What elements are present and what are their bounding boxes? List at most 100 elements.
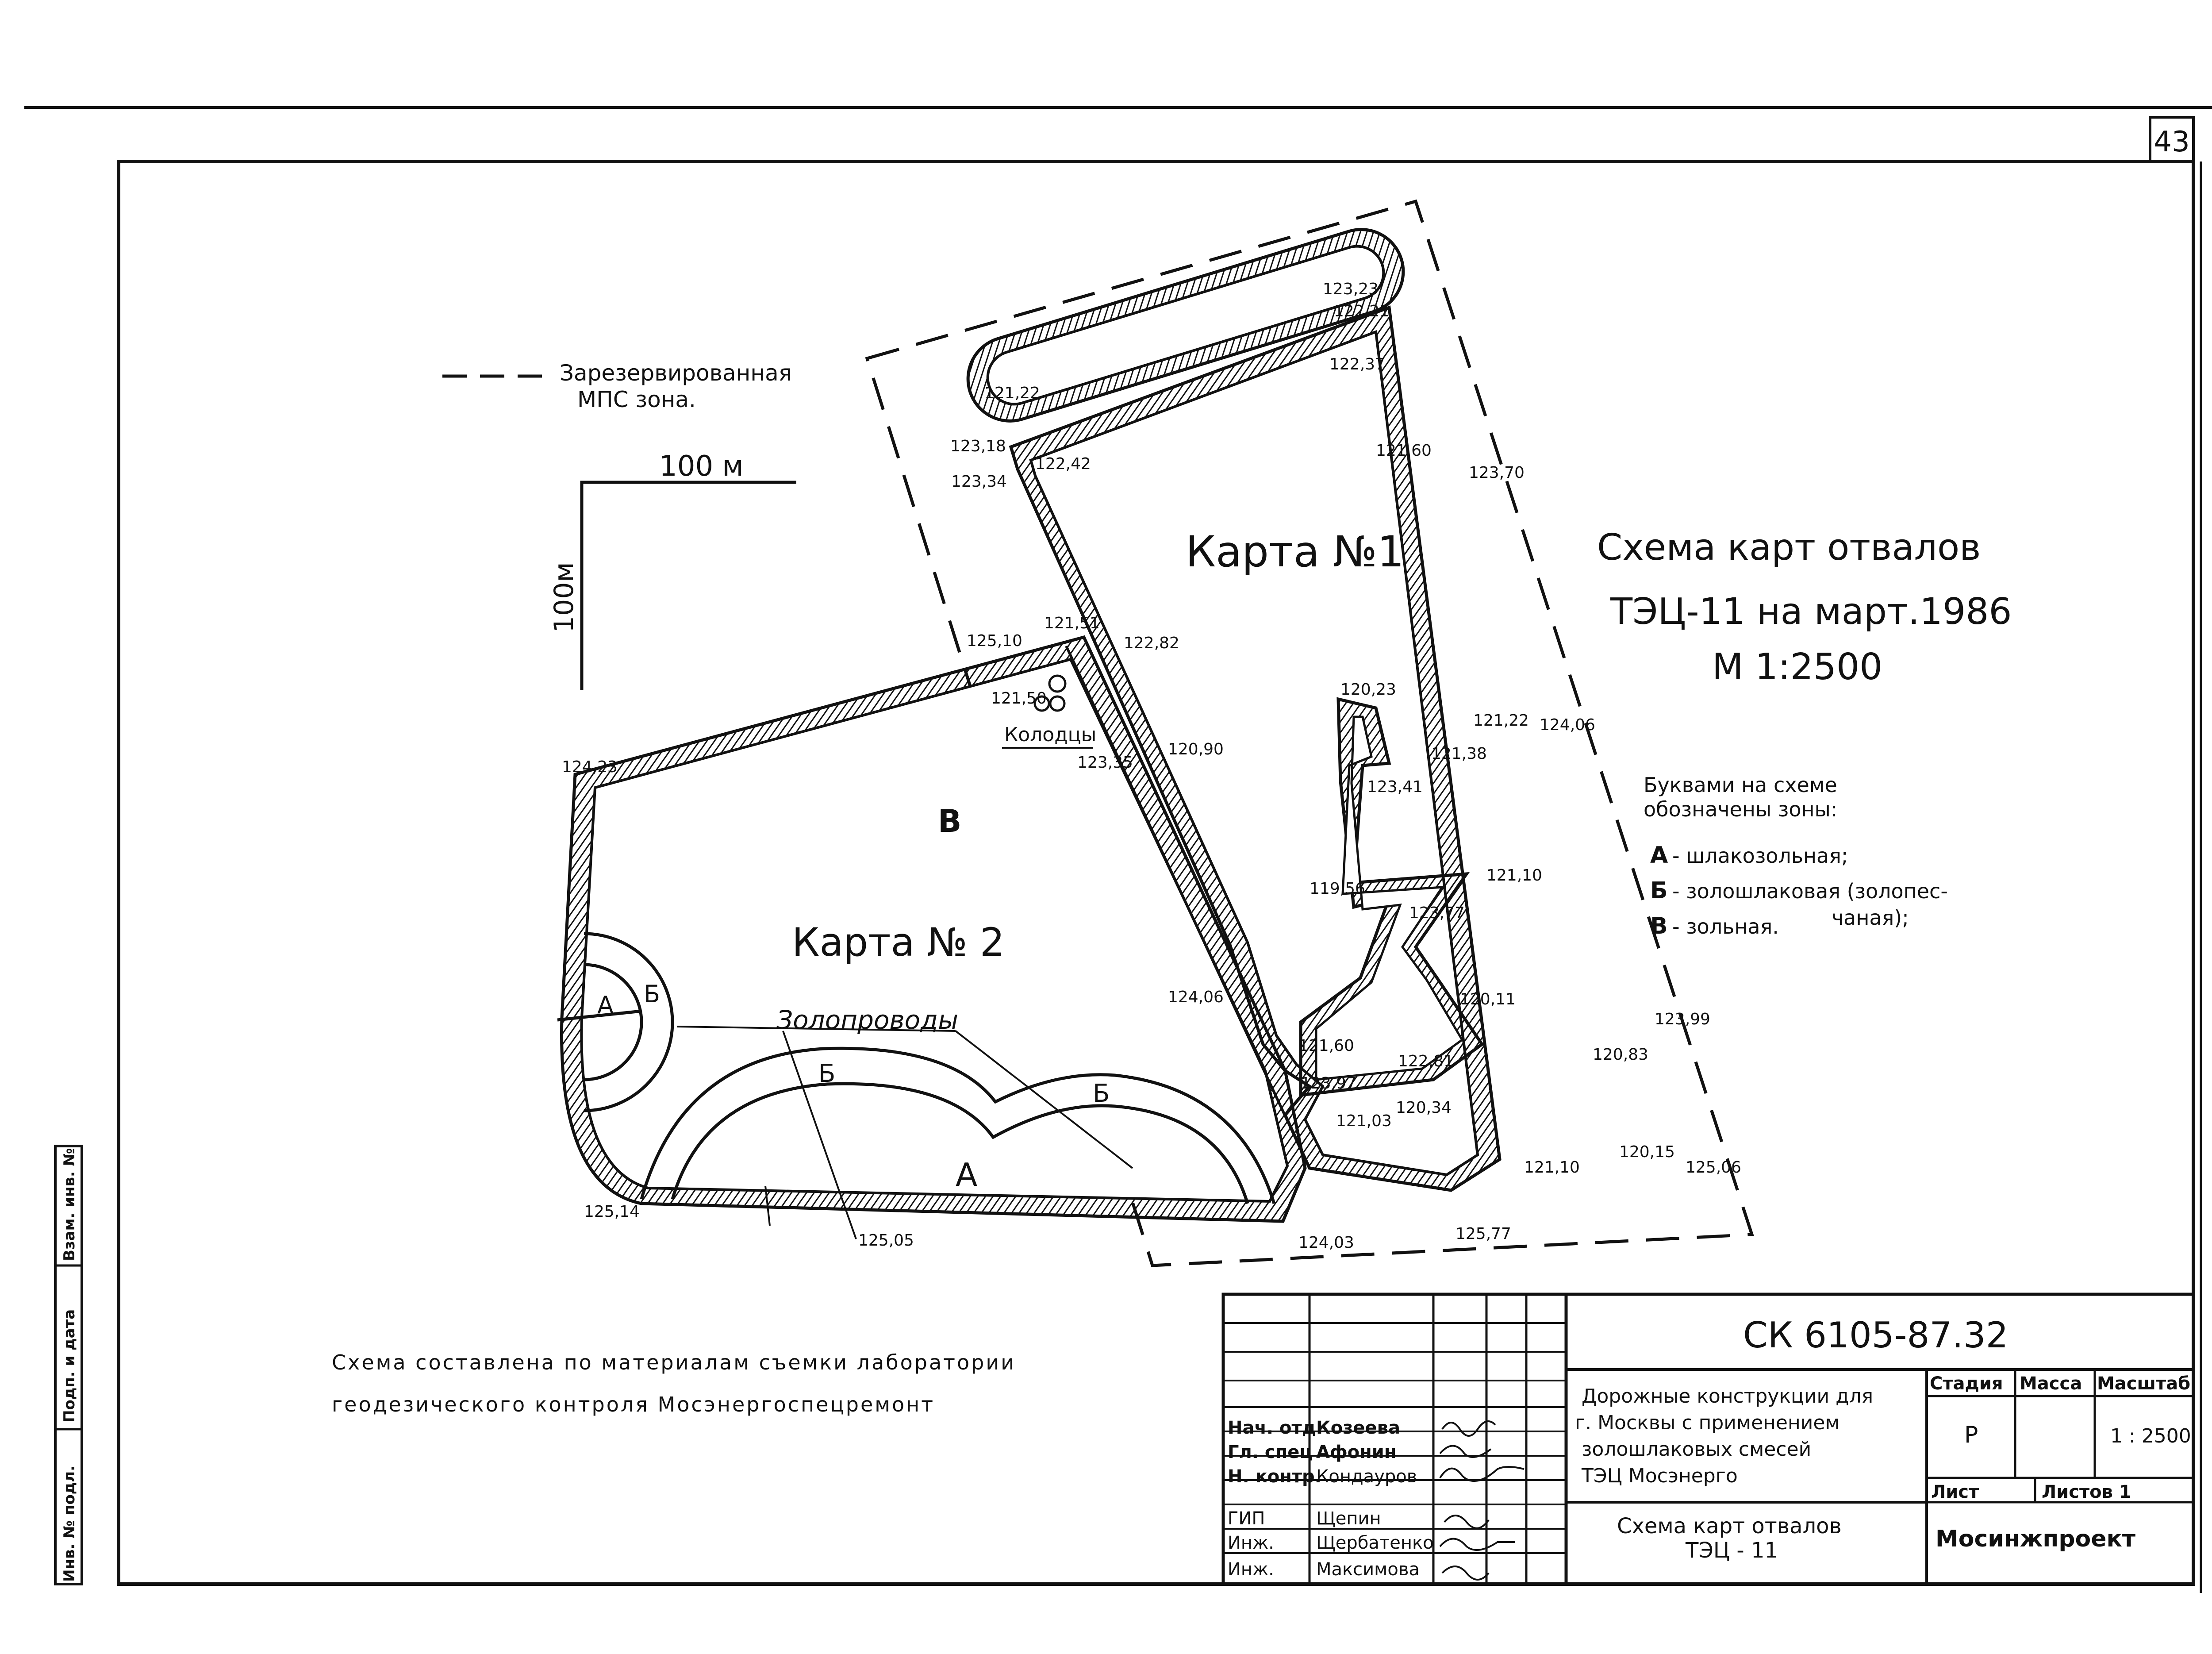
elevation: 121,51 [1044, 614, 1100, 632]
wells-label: Колодцы [1004, 723, 1096, 746]
person-name: Щербатенко [1316, 1533, 1434, 1553]
zone-b-small-label: Б [644, 980, 660, 1008]
pipeline-2 [782, 1031, 857, 1239]
stamp-description-3: золошлаковых смесей [1582, 1438, 1811, 1461]
pipeline-4 [764, 1185, 771, 1226]
elevation: 125,10 [967, 632, 1022, 650]
stamp-scale-value: 1 : 2500 [2110, 1425, 2191, 1447]
title-scale: М 1:2500 [1712, 646, 1882, 688]
legend-heading2: обозначены зоны: [1644, 797, 1837, 821]
zone-v-label: В [938, 803, 961, 839]
person-name: Афонин [1316, 1442, 1396, 1462]
person-role: Нач. отд. [1228, 1418, 1323, 1438]
zone-b-arc-outer [640, 1046, 1276, 1204]
legend-text-a: - шлакозольная; [1672, 844, 1848, 868]
karta1-label: Карта №1 [1186, 527, 1404, 577]
zone-a-arc-label: А [956, 1156, 977, 1193]
elevation: 122,81 [1398, 1052, 1454, 1070]
elevation: 123,77 [1409, 904, 1465, 922]
zone-b-half-circle [584, 932, 674, 1112]
reserved-zone-line1: Зарезервированная [560, 360, 792, 386]
side-strip-sign: Подп. и дата [61, 1309, 78, 1423]
elevation: 120,23 [1340, 681, 1396, 699]
person-role: Н. контр. [1228, 1466, 1321, 1487]
scale-bar: 100 м 100м [549, 450, 796, 690]
side-strip-inv: Инв. № подл. [61, 1466, 78, 1582]
elevation: 121,50 [991, 689, 1047, 708]
legend-key-v: В [1650, 913, 1668, 939]
note-line1: Схема составлена по материалам съемки ла… [332, 1350, 1016, 1374]
elevation: 122,37 [1329, 355, 1385, 373]
karta2-basin [580, 658, 1289, 1203]
elevation: 124,06 [1540, 716, 1595, 734]
elevation-marks: 123,23 122,21 122,37 121,22 123,18 123,3… [562, 280, 1741, 1252]
scale-bar-horizontal: 100 м [659, 450, 744, 483]
elevation: 121,38 [1431, 745, 1487, 763]
elevation: 121,60 [1376, 442, 1432, 460]
title-block [1221, 1292, 2195, 1586]
elevation: 121,60 [1298, 1037, 1354, 1055]
stamp-description-4: ТЭЦ Мосэнерго [1581, 1465, 1738, 1487]
reserved-zone-line2: МПС зона. [577, 387, 696, 412]
pipe-a [557, 1009, 642, 1022]
person-name: Щепин [1316, 1508, 1381, 1529]
elevation: 123,70 [1469, 464, 1525, 482]
elevation: 125,14 [584, 1203, 640, 1221]
stamp-sheet-label: Лист [1931, 1482, 1979, 1502]
stamp-header-scale: Масштаб [2097, 1373, 2190, 1394]
pipeline-3 [955, 1030, 1133, 1169]
person-name: Максимова [1316, 1559, 1420, 1580]
person-role: Инж. [1228, 1559, 1274, 1580]
well-3 [1049, 695, 1066, 712]
elevation: 123,23 [1323, 280, 1379, 298]
legend-heading1: Буквами на схеме [1644, 773, 1837, 797]
pipeline-1 [676, 1026, 956, 1032]
elevation: 124,23 [562, 758, 618, 776]
elevation: 120,90 [1168, 740, 1224, 758]
zone-a-small-label: А [597, 991, 614, 1019]
stamp-code: СК 6105-87.32 [1743, 1315, 2008, 1356]
person-role: ГИП [1228, 1508, 1265, 1529]
elevation: 121,10 [1524, 1158, 1580, 1177]
legend-text-b: - золошлаковая (золопес- [1672, 879, 1948, 903]
pipelines-label: Золопроводы [776, 1005, 958, 1035]
stamp-people: Нач. отд. Козеева Гл. спец Афонин Н. кон… [1228, 1418, 1434, 1580]
legend-text-b-cont: чаная); [1832, 906, 1909, 930]
note-line2: геодезического контроля Мосэнергоспецрем… [332, 1392, 935, 1416]
stamp-sheet-title-1: Схема карт отвалов [1617, 1514, 1842, 1539]
drawing-frame [117, 160, 2195, 1586]
person-role: Инж. [1228, 1533, 1274, 1553]
page-number: 43 [2154, 126, 2189, 158]
elevation: 121,10 [1486, 866, 1542, 885]
elevation: 120,15 [1619, 1143, 1675, 1161]
elevation: 125,77 [1455, 1225, 1511, 1243]
elevation: 122,82 [1124, 634, 1179, 652]
scale-bar-vertical: 100м [549, 562, 580, 633]
legend-key-b: Б [1650, 877, 1668, 904]
karta2-label: Карта № 2 [792, 919, 1005, 965]
karta1-top-inner [986, 245, 1385, 406]
elevation: 125,06 [1686, 1158, 1741, 1177]
elevation: 119,56 [1310, 880, 1365, 898]
title-line1: Схема карт отвалов [1597, 527, 1981, 569]
elevation: 123,97 [1301, 1074, 1356, 1092]
karta-divider [1065, 645, 1311, 1169]
signatures [1439, 1420, 1525, 1581]
page-number-box [2149, 116, 2195, 163]
stamp-sheets-label: Листов 1 [2042, 1482, 2131, 1502]
elevation: 122,42 [1035, 455, 1091, 473]
person-role: Гл. спец [1228, 1442, 1313, 1462]
elevation: 120,34 [1396, 1099, 1452, 1117]
elevation: 121,22 [1473, 712, 1529, 730]
stamp-stage-value: Р [1964, 1422, 1978, 1448]
stamp-header-stage: Стадия [1930, 1373, 2003, 1394]
zone-a-arc-inner [671, 1082, 1249, 1204]
elevation: 120,83 [1593, 1046, 1648, 1064]
zone-a-half-circle [584, 963, 643, 1081]
stamp-organization: Мосинжпроект [1936, 1526, 2135, 1552]
stamp-description-1: Дорожные конструкции для [1582, 1385, 1873, 1408]
person-name: Кондауров [1316, 1466, 1417, 1487]
elevation: 121,22 [984, 384, 1040, 402]
zone-b-arc1-label: Б [818, 1059, 835, 1088]
